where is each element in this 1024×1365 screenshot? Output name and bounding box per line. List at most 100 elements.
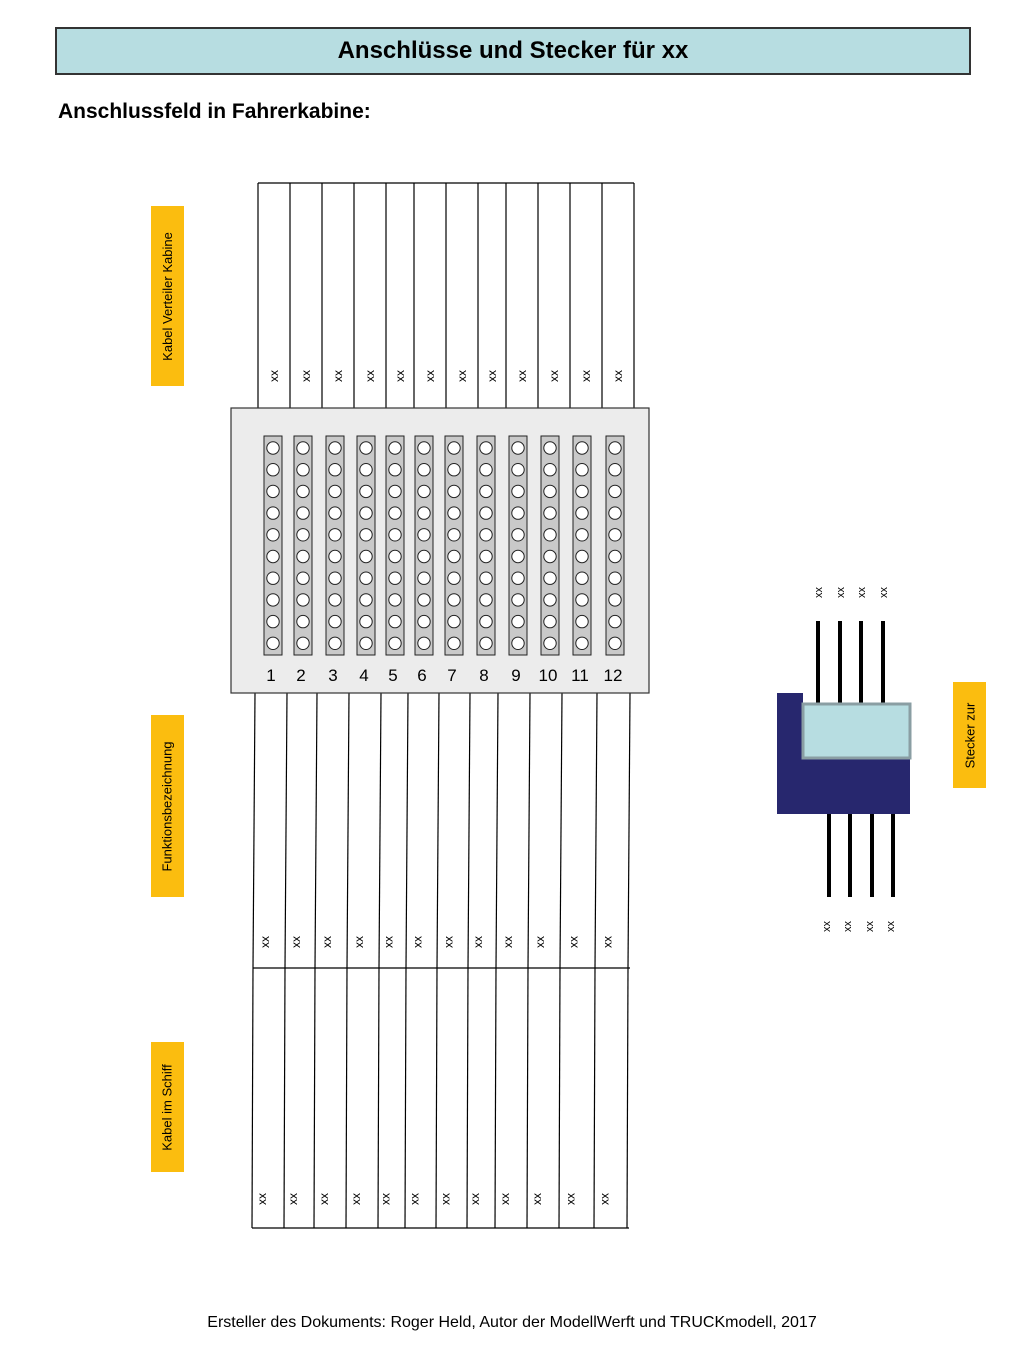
terminal-hole xyxy=(388,506,402,520)
terminal-hole xyxy=(543,549,557,564)
connector-bottom-label: xx xyxy=(842,921,854,933)
top-cable-label: xx xyxy=(455,370,469,382)
terminal-hole xyxy=(608,614,622,629)
terminal-hole xyxy=(266,441,280,455)
terminal-hole xyxy=(543,506,557,520)
terminal-hole xyxy=(543,636,557,650)
terminal-hole xyxy=(575,463,589,477)
top-cable-label: xx xyxy=(331,370,345,382)
terminal-hole xyxy=(296,571,310,585)
terminal-hole xyxy=(417,528,431,542)
bottom-divider xyxy=(313,967,316,1229)
terminal-number: 2 xyxy=(296,666,305,685)
terminal-hole xyxy=(417,614,431,629)
connector-bottom-label: xx xyxy=(885,921,897,933)
terminal-hole xyxy=(479,463,493,477)
terminal-number: 3 xyxy=(328,666,337,685)
function-label: xx xyxy=(442,936,456,948)
terminal-hole xyxy=(296,636,310,650)
section-heading: Anschlussfeld in Fahrerkabine: xyxy=(58,100,371,123)
terminal-hole xyxy=(266,636,280,650)
connector-window xyxy=(801,702,912,760)
terminal-hole xyxy=(388,571,402,585)
terminal-hole xyxy=(575,528,589,542)
terminal-hole xyxy=(388,528,402,542)
terminal-hole xyxy=(608,484,622,499)
terminal-hole xyxy=(479,571,493,585)
terminal-hole xyxy=(266,614,280,629)
top-cable-label: xx xyxy=(611,370,625,382)
top-cable-label: xx xyxy=(485,370,499,382)
middle-divider xyxy=(378,692,382,969)
terminal-hole xyxy=(511,463,525,477)
terminal-hole xyxy=(328,506,342,520)
label-function: Funktionsbezeichnung xyxy=(151,715,184,897)
terminal-hole xyxy=(575,506,589,520)
terminal-hole xyxy=(296,549,310,564)
bottom-cable-label: xx xyxy=(349,1193,363,1205)
terminal-hole xyxy=(511,593,525,607)
function-label: xx xyxy=(601,936,615,948)
terminal-hole xyxy=(543,463,557,477)
middle-divider xyxy=(467,692,471,969)
terminal-hole xyxy=(479,593,493,607)
terminal-hole xyxy=(479,506,493,520)
terminal-hole xyxy=(388,441,402,455)
function-label: xx xyxy=(289,936,303,948)
terminal-hole xyxy=(388,614,402,629)
terminal-hole xyxy=(417,463,431,477)
bottom-cable-label: xx xyxy=(255,1193,269,1205)
terminal-hole xyxy=(417,571,431,585)
terminal-hole xyxy=(359,484,373,499)
bottom-divider xyxy=(494,967,497,1229)
bottom-divider xyxy=(404,967,407,1229)
terminal-hole xyxy=(388,593,402,607)
top-cable-label: xx xyxy=(579,370,593,382)
terminal-hole xyxy=(511,506,525,520)
function-label: xx xyxy=(501,936,515,948)
terminal-hole xyxy=(608,506,622,520)
connector-top-label: xx xyxy=(878,587,890,599)
terminal-hole xyxy=(543,593,557,607)
terminal-hole xyxy=(266,506,280,520)
terminal-hole xyxy=(359,593,373,607)
terminal-hole xyxy=(417,636,431,650)
terminal-hole xyxy=(359,614,373,629)
middle-divider xyxy=(527,692,531,969)
terminal-hole xyxy=(575,441,589,455)
terminal-hole xyxy=(296,528,310,542)
terminal-hole xyxy=(447,636,461,650)
terminal-hole xyxy=(511,614,525,629)
terminal-hole xyxy=(296,593,310,607)
terminal-hole xyxy=(296,614,310,629)
terminal-hole xyxy=(575,549,589,564)
terminal-hole xyxy=(575,636,589,650)
terminal-hole xyxy=(266,528,280,542)
terminal-hole xyxy=(266,571,280,585)
middle-divider xyxy=(495,692,499,969)
terminal-hole xyxy=(543,441,557,455)
connector-bottom-label: xx xyxy=(821,921,833,933)
terminal-hole xyxy=(479,484,493,499)
bottom-divider xyxy=(283,967,286,1229)
function-label: xx xyxy=(533,936,547,948)
terminal-hole xyxy=(447,528,461,542)
terminal-hole xyxy=(328,571,342,585)
terminal-hole xyxy=(266,549,280,564)
bottom-cable-label: xx xyxy=(498,1193,512,1205)
terminal-hole xyxy=(388,636,402,650)
connector-base xyxy=(803,758,910,814)
bottom-cable-label: xx xyxy=(439,1193,453,1205)
terminal-hole xyxy=(479,614,493,629)
top-cable-label: xx xyxy=(423,370,437,382)
terminal-hole xyxy=(359,506,373,520)
terminal-hole xyxy=(417,593,431,607)
terminal-hole xyxy=(543,528,557,542)
terminal-hole xyxy=(417,549,431,564)
terminal-hole xyxy=(575,571,589,585)
terminal-hole xyxy=(447,593,461,607)
terminal-hole xyxy=(511,441,525,455)
bottom-divider xyxy=(435,967,438,1229)
bottom-cable-label: xx xyxy=(564,1193,578,1205)
